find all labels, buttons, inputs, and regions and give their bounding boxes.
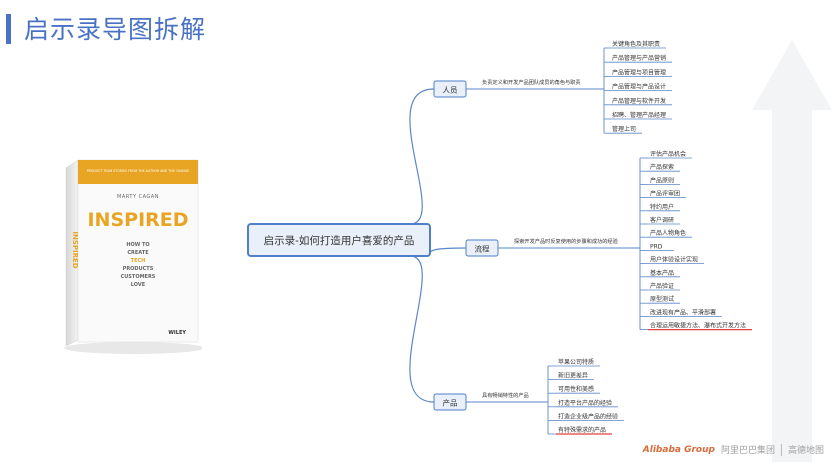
branch-description: 探索开发产品时反复使用的步骤和成功的经验: [514, 237, 619, 245]
book-publisher: WILEY: [168, 330, 186, 336]
leaf-item[interactable]: 可用性和美感: [558, 385, 594, 393]
leaf-item[interactable]: 新旧更差异: [558, 372, 588, 380]
leaf-item[interactable]: 产品原则: [650, 176, 674, 184]
alibaba-logo: Alibaba Group: [642, 444, 715, 455]
central-node-label: 启示录-如何打造用户喜爱的产品: [264, 234, 415, 247]
branch-node-label: 产品: [443, 398, 458, 408]
page-title: 启示录导图拆解: [24, 15, 207, 44]
leaf-item[interactable]: 合理运用敏捷方法、瀑布式开发方法: [650, 322, 746, 330]
book-author: MARTY CAGAN: [117, 194, 159, 200]
book-spine-title: INSPIRED: [71, 231, 79, 268]
leaf-item[interactable]: PRD: [650, 243, 663, 250]
branch-connector: [409, 255, 435, 403]
leaf-item[interactable]: 特约用户: [650, 203, 674, 211]
book-subtitle-line: CREATE: [127, 250, 149, 256]
leaf-item[interactable]: 关键角色及其职责: [612, 40, 660, 48]
leaf-item[interactable]: 客户调研: [650, 216, 674, 224]
leaf-item[interactable]: 基本产品: [650, 269, 674, 277]
book-subtitle-line: HOW TO: [126, 242, 149, 248]
leaf-item[interactable]: 改进现有产品、平滑部署: [650, 308, 716, 316]
book-subtitle-line: PRODUCTS: [123, 266, 154, 272]
central-node[interactable]: [247, 223, 431, 257]
footer-divider: [780, 443, 782, 456]
branch-description: 负责定义和开发产品团队成员的角色与职责: [482, 78, 581, 86]
leaf-item[interactable]: 产品探索: [650, 163, 674, 171]
leaf-item[interactable]: 产品管理与产品营销: [612, 54, 666, 62]
amap-logo: 高德地图: [787, 446, 824, 456]
branch-node-label: 人员: [443, 86, 458, 95]
title-accent-bar: [6, 14, 11, 44]
leaf-item[interactable]: 产品人物角色: [650, 229, 686, 237]
alibaba-cn-text: 阿里巴巴集团: [720, 446, 775, 456]
decorative-arrow: [752, 40, 832, 462]
leaf-item[interactable]: 用户体验设计实现: [650, 256, 698, 264]
leaf-item[interactable]: 产品评审团: [650, 190, 680, 198]
leaf-item[interactable]: 产品管理与产品设计: [612, 83, 666, 91]
leaf-item[interactable]: 招聘、管理产品经理: [612, 111, 666, 119]
leaf-item[interactable]: 苹果公司特质: [558, 358, 594, 366]
leaf-item[interactable]: 原型测试: [650, 295, 674, 303]
book-title: INSPIRED: [87, 209, 188, 231]
leaf-item[interactable]: 有特殊需求的产品: [558, 426, 606, 434]
branch-node-label: 流程: [475, 244, 490, 254]
leaf-item[interactable]: 评估产品机会: [650, 150, 686, 158]
leaf-item[interactable]: 产品管理与项目管理: [612, 68, 666, 76]
branch-connector: [409, 88, 435, 225]
leaf-item[interactable]: 打造企业级产品的经验: [558, 412, 618, 420]
book-cover-image: PRODUCT TEAM STORIES FROM THE AUTHOR AND…: [64, 159, 202, 354]
branch-description: 具有畅销特性的产品: [482, 391, 529, 399]
leaf-item[interactable]: 管理上司: [612, 125, 636, 133]
leaf-item[interactable]: 打造平台产品的经验: [558, 399, 612, 407]
book-subtitle-line: LOVE: [131, 282, 146, 288]
leaf-item[interactable]: 产品验证: [650, 282, 674, 290]
book-subtitle-line: TECH: [131, 258, 146, 264]
book-subtitle-line: CUSTOMERS: [121, 274, 156, 280]
book-tagline: PRODUCT TEAM STORIES FROM THE AUTHOR AND…: [87, 169, 190, 173]
footer-logos: Alibaba Group 阿里巴巴集团 高德地图: [643, 443, 824, 456]
leaf-item[interactable]: 产品管理与软件开发: [612, 97, 666, 105]
